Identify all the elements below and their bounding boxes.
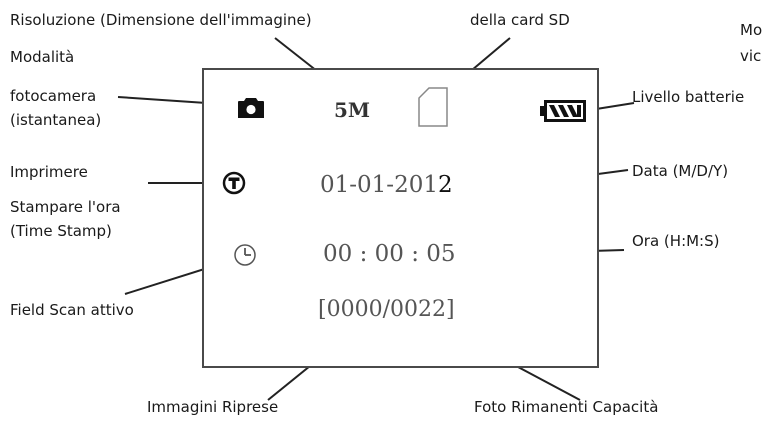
label-topright-1: Mo — [740, 21, 763, 39]
label-mode-2: fotocamera — [10, 87, 97, 105]
date-last-digit: 2 — [437, 172, 453, 198]
battery-icon — [540, 100, 586, 122]
time-value: 00 : 00 : 05 — [323, 241, 456, 267]
label-mode-3: (istantanea) — [10, 111, 102, 129]
sd-card-icon — [418, 87, 448, 127]
label-imprint-1: Imprimere — [10, 163, 88, 181]
label-date: Data (M/D/Y) — [632, 162, 729, 180]
timestamp-icon — [222, 171, 246, 195]
resolution-value: 5M — [334, 98, 371, 122]
date-main: 01-01-201 — [320, 172, 438, 198]
camera-icon — [238, 98, 264, 118]
label-mode-1: Modalità — [10, 48, 75, 66]
label-topright-2: vic — [740, 47, 762, 65]
camera-screen — [202, 68, 599, 368]
label-imprint-2: Stampare l'ora — [10, 198, 121, 216]
label-sdcard: della card SD — [470, 11, 570, 29]
label-resolution: Risoluzione (Dimensione dell'immagine) — [10, 11, 312, 29]
label-remaining: Foto Rimanenti Capacità — [474, 398, 659, 416]
date-value: 01-01-2012 — [320, 172, 453, 198]
counter-value: [0000/0022] — [318, 297, 455, 322]
label-fieldscan: Field Scan attivo — [10, 301, 134, 319]
clock-icon — [234, 244, 256, 266]
label-captured: Immagini Riprese — [147, 398, 279, 416]
label-imprint-3: (Time Stamp) — [10, 222, 112, 240]
label-battery: Livello batterie — [632, 88, 745, 106]
label-time: Ora (H:M:S) — [632, 232, 720, 250]
